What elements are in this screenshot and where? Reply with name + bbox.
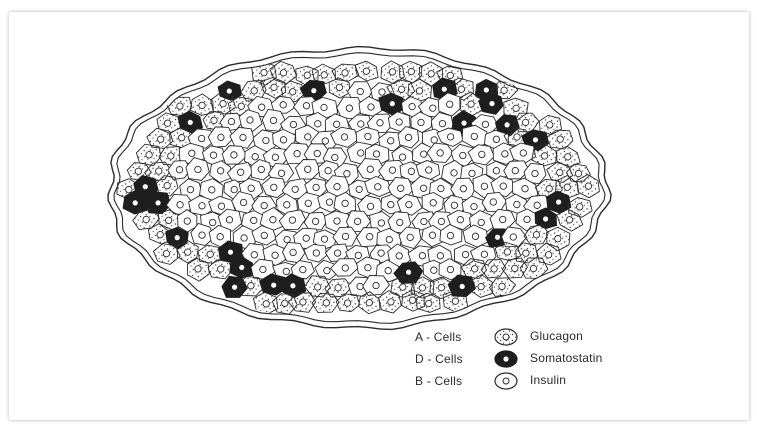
dark-cell-icon — [493, 349, 519, 369]
legend-cell-type: A - Cells — [415, 330, 461, 344]
legend-row-b-cells: B - Cells Insulin — [415, 371, 715, 393]
legend: A - Cells Glucagon D - Cells Somatostati… — [415, 327, 715, 393]
legend-cell-type: D - Cells — [415, 352, 463, 366]
legend-hormone: Somatostatin — [530, 351, 602, 365]
legend-cell-type: B - Cells — [415, 374, 462, 388]
legend-row-a-cells: A - Cells Glucagon — [415, 327, 715, 349]
legend-hormone: Insulin — [530, 373, 566, 387]
legend-hormone: Glucagon — [530, 329, 583, 343]
dotted-cell-icon — [493, 327, 519, 347]
clear-cell-icon — [493, 371, 519, 391]
legend-row-d-cells: D - Cells Somatostatin — [415, 349, 715, 371]
